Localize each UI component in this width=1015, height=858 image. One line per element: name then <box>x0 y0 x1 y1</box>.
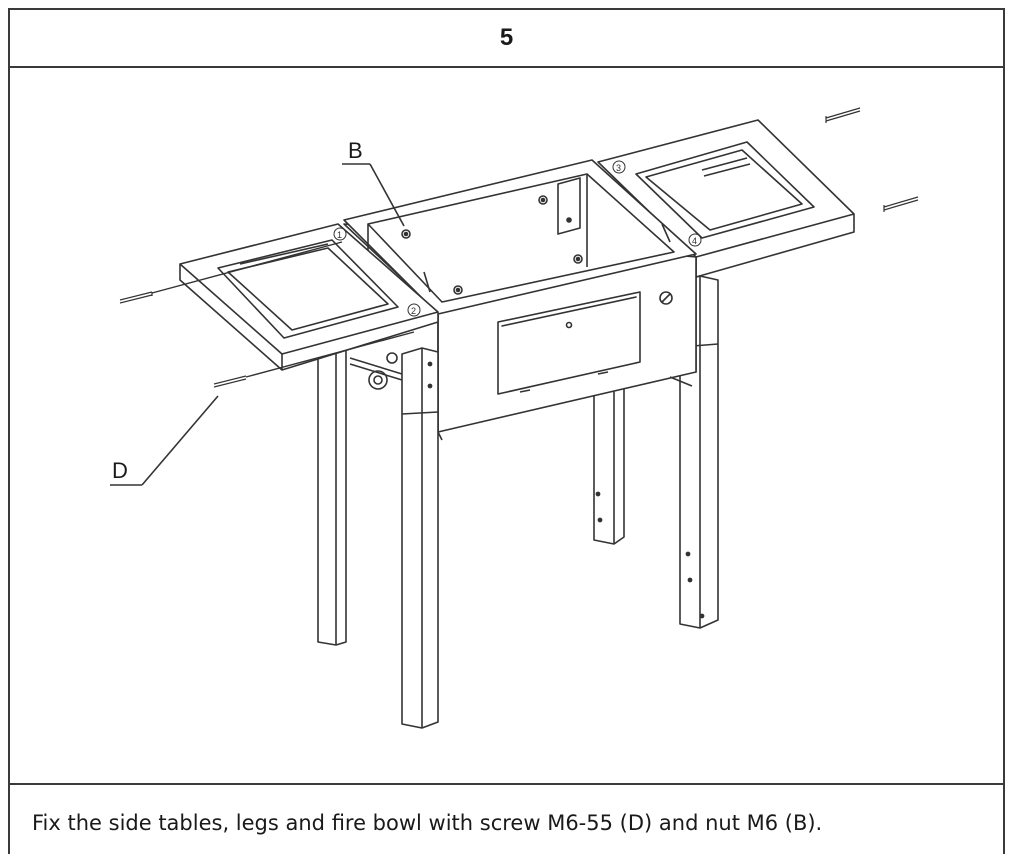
callout-b-label: B <box>348 138 363 163</box>
hole-marker-1: 1 <box>337 230 342 240</box>
right-side-table: 3 4 <box>597 119 855 278</box>
front-left-leg <box>349 347 439 729</box>
left-side-table: 1 2 <box>179 223 439 371</box>
screw-d-right-lower <box>883 196 919 212</box>
step-number: 5 <box>499 24 514 51</box>
step-header: 5 <box>10 10 1003 68</box>
callout-b: B <box>342 138 405 227</box>
access-panel <box>497 291 641 395</box>
callout-d: D <box>110 395 219 486</box>
screw-d-left-upper <box>119 241 343 304</box>
assembly-drawing: 3 4 <box>110 107 919 729</box>
instruction-panel: 5 3 <box>8 8 1005 854</box>
hole-marker-4: 4 <box>692 236 697 246</box>
caption-bar: Fix the side tables, legs and fire bowl … <box>10 783 1003 858</box>
hole-marker-2: 2 <box>411 306 416 316</box>
screw-d-left-lower <box>213 331 415 388</box>
hole-marker-3: 3 <box>616 163 621 173</box>
fire-bowl-housing <box>343 159 697 441</box>
callout-d-label: D <box>112 458 128 483</box>
assembly-figure: 3 4 <box>10 68 1003 783</box>
screws-d <box>119 107 919 388</box>
instruction-caption: Fix the side tables, legs and fire bowl … <box>32 811 823 835</box>
back-right-leg-short <box>593 373 625 545</box>
screw-d-right-upper <box>825 107 861 123</box>
